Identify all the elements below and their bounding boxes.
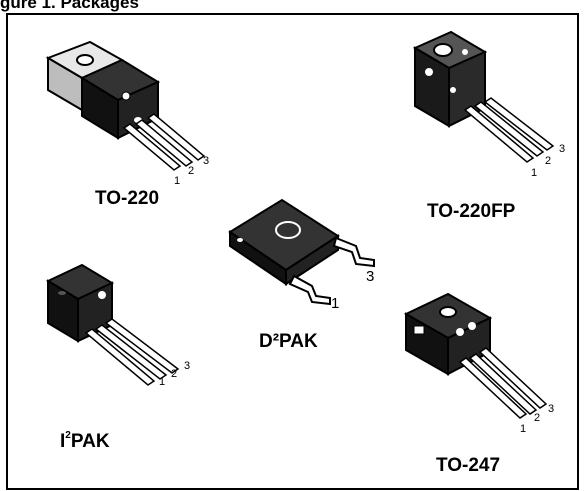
- i2pak-pin-3: 3: [184, 360, 191, 372]
- to247-pin-3: 3: [548, 403, 555, 415]
- i2pak-label-sup: 2: [65, 430, 71, 441]
- to247-pin-2: 2: [534, 412, 541, 424]
- d2pak-pin-1: 1: [331, 295, 340, 312]
- to220-drawing: [45, 40, 206, 171]
- to220fp-label: TO-220FP: [427, 201, 516, 222]
- to220-pin-2: 2: [188, 165, 195, 177]
- to247-label: TO-247: [436, 455, 501, 476]
- i2pak-label: I2PAK: [60, 430, 110, 453]
- to220fp-pin-1: 1: [531, 167, 538, 179]
- d2pak-pin-3: 3: [366, 268, 375, 285]
- to220-pin-1: 1: [174, 175, 181, 187]
- figure-heading: gure 1. Packages: [0, 0, 139, 12]
- figure-frame: [6, 13, 579, 490]
- i2pak-pin-2: 2: [171, 368, 178, 380]
- to220fp-pin-3: 3: [559, 143, 566, 155]
- to220-pin-3: 3: [203, 155, 210, 167]
- to220fp-drawing: [412, 30, 555, 163]
- i2pak-label-prefix: I: [60, 431, 66, 452]
- to220-label: TO-220: [95, 188, 160, 209]
- i2pak-label-suffix: PAK: [70, 431, 110, 452]
- to220fp-pin-2: 2: [545, 155, 552, 167]
- to247-drawing: [403, 292, 548, 419]
- d2pak-drawing: [228, 198, 375, 306]
- i2pak-pin-1: 1: [159, 376, 166, 388]
- d2pak-label: D²PAK: [259, 331, 318, 352]
- to247-pin-1: 1: [520, 423, 527, 435]
- i2pak-drawing: [45, 263, 180, 386]
